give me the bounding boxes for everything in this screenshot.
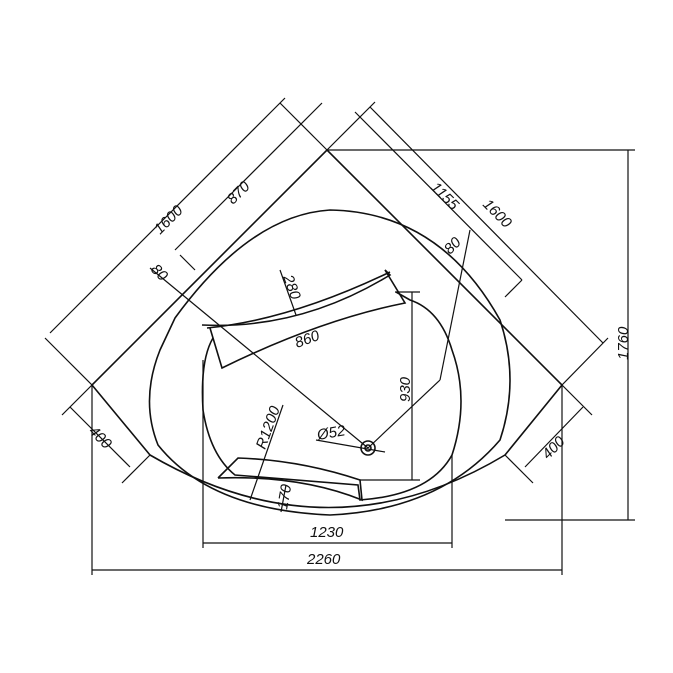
tub-rim <box>148 209 511 516</box>
headrest <box>201 269 407 370</box>
dim-right-inner: 1155 <box>427 179 462 214</box>
dim-right-end: 400 <box>539 433 569 463</box>
dim-inner-width: 1230 <box>310 524 344 541</box>
dim-inner-depth: 930 <box>397 376 414 402</box>
dim-front-radius: R1200 <box>253 403 284 451</box>
dimension-lines <box>44 97 635 575</box>
dim-step: 170 <box>274 482 295 510</box>
dim-total-depth: 1760 <box>615 326 632 360</box>
dim-left-inner: 870 <box>224 178 254 208</box>
dim-headrest-width: 860 <box>293 327 323 352</box>
tub-front-edge <box>91 384 563 509</box>
front-step <box>217 457 363 502</box>
dim-rim-left: 80 <box>147 261 171 285</box>
dim-headrest-depth: 280 <box>279 272 304 303</box>
dim-right-outer: 1600 <box>479 196 515 232</box>
dim-total-width: 2260 <box>306 551 341 568</box>
dim-drain: Ø52 <box>315 422 348 444</box>
dim-rim-right: 80 <box>441 234 465 258</box>
dim-left-outer: 1600 <box>151 202 187 238</box>
